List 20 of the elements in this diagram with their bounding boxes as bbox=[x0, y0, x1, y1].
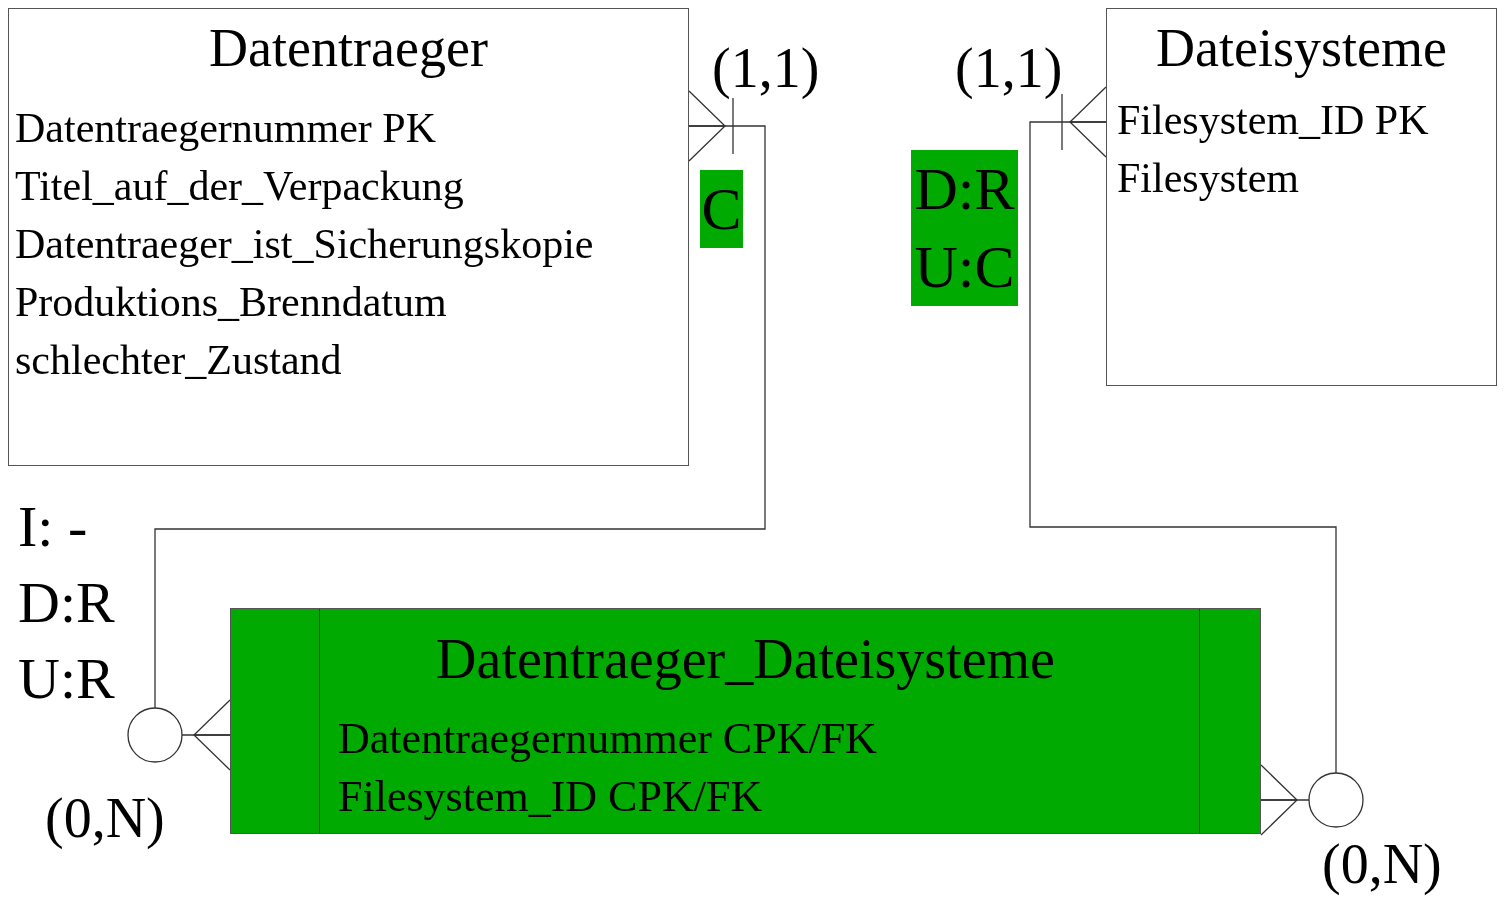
constraint-label: D:R bbox=[18, 574, 115, 632]
constraint-label: C bbox=[700, 170, 743, 248]
attribute-text: Filesystem_ID CPK/FK bbox=[338, 775, 763, 819]
entity-box bbox=[1106, 8, 1497, 386]
attribute-text: Datentraegernummer PK bbox=[15, 107, 436, 149]
associative-entity-box bbox=[230, 608, 1261, 834]
entity-box bbox=[8, 8, 689, 466]
constraint-label: I: - bbox=[18, 498, 88, 556]
attribute-text: schlechter_Zustand bbox=[15, 339, 342, 381]
attribute-text: Filesystem_ID PK bbox=[1117, 99, 1429, 141]
constraint-label: U:R bbox=[18, 650, 115, 708]
attribute-text: Titel_auf_der_Verpackung bbox=[15, 165, 464, 207]
constraint-label: U:C bbox=[911, 228, 1018, 306]
attribute-text: Produktions_Brenndatum bbox=[15, 281, 447, 323]
relationship-line bbox=[1029, 86, 1364, 836]
attribute-text: Datentraegernummer CPK/FK bbox=[338, 717, 877, 761]
attribute-text: Datentraeger_ist_Sicherungskopie bbox=[15, 223, 594, 265]
attribute-text: Filesystem bbox=[1117, 157, 1299, 199]
relationship-line bbox=[127, 90, 766, 771]
constraint-label: D:R bbox=[911, 150, 1018, 228]
